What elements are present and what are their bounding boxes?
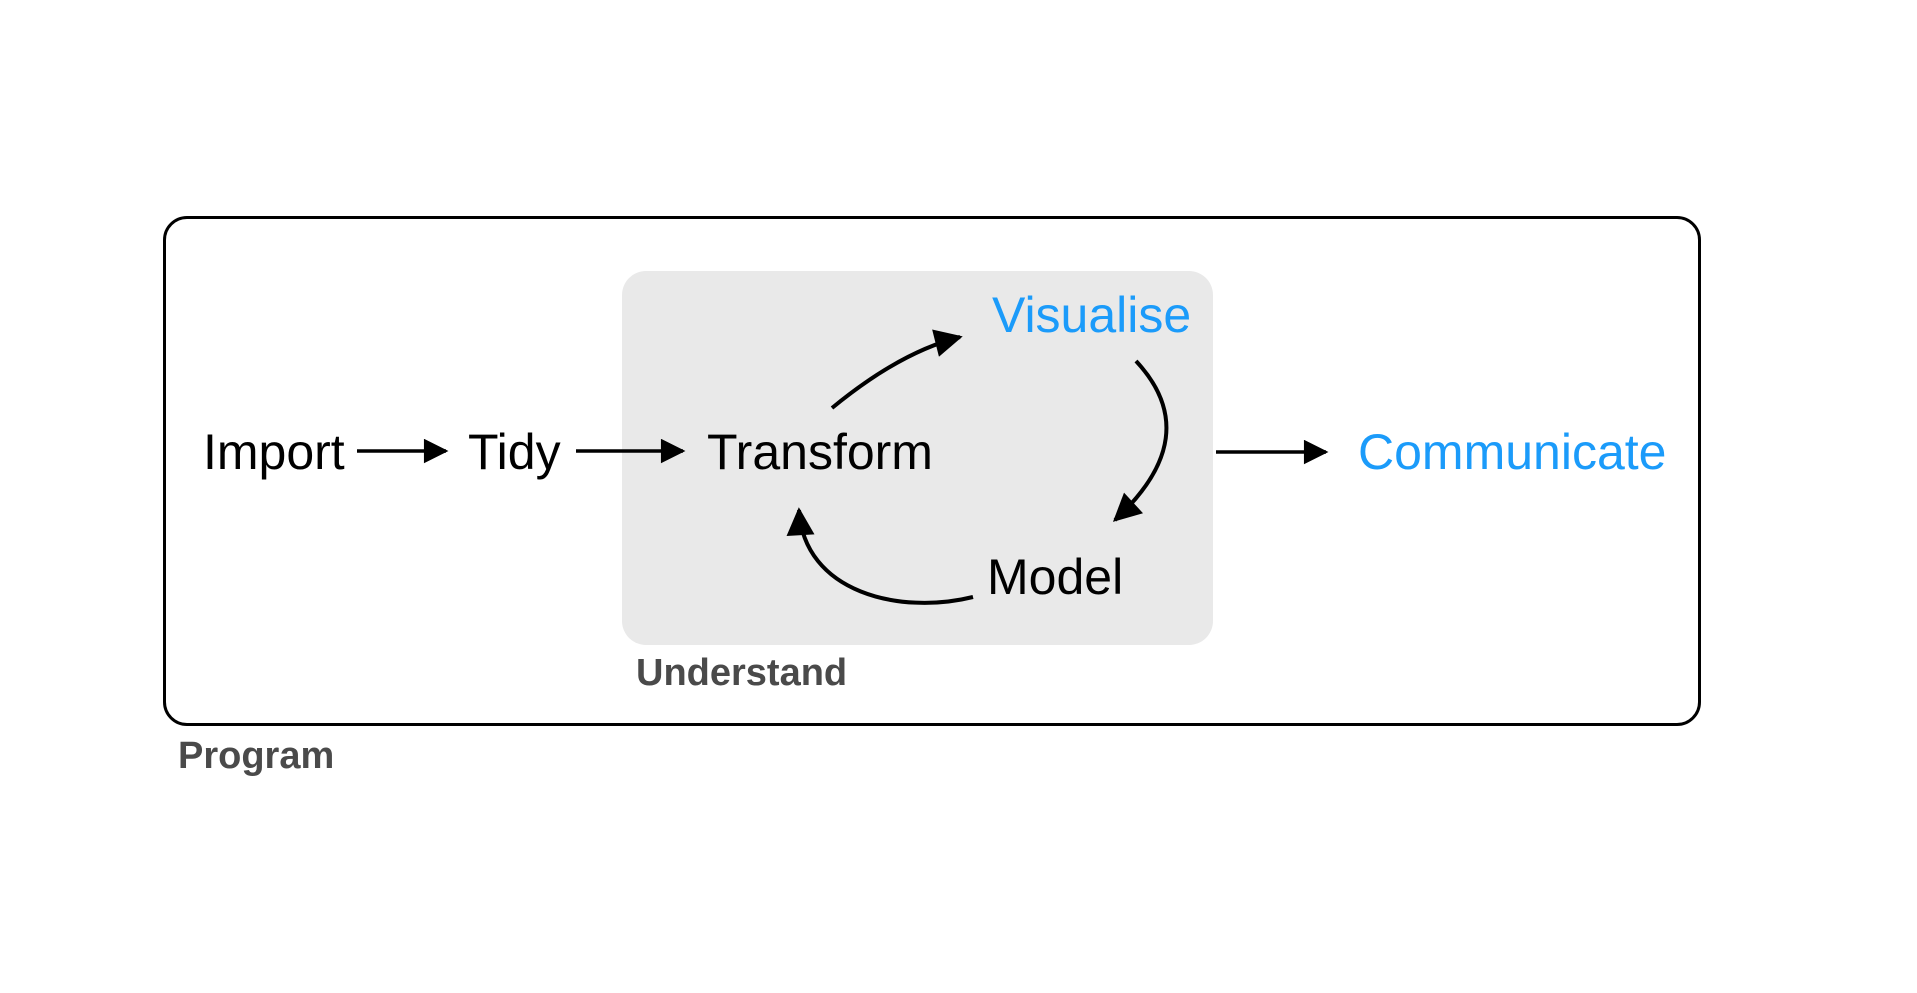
understand-group-box — [622, 271, 1213, 645]
node-visualise: Visualise — [992, 287, 1192, 343]
understand-group-label: Understand — [636, 652, 848, 694]
node-import: Import — [203, 424, 345, 480]
arrow-model-to-transform — [786, 507, 974, 605]
node-transform: Transform — [707, 424, 933, 480]
node-tidy: Tidy — [468, 424, 561, 480]
program-group-label: Program — [178, 735, 335, 777]
node-model: Model — [987, 549, 1124, 605]
node-communicate: Communicate — [1358, 424, 1667, 480]
arrow-visualise-to-model — [1112, 359, 1169, 522]
arrow-transform-to-visualise — [830, 329, 963, 410]
program-group-box — [163, 216, 1701, 726]
